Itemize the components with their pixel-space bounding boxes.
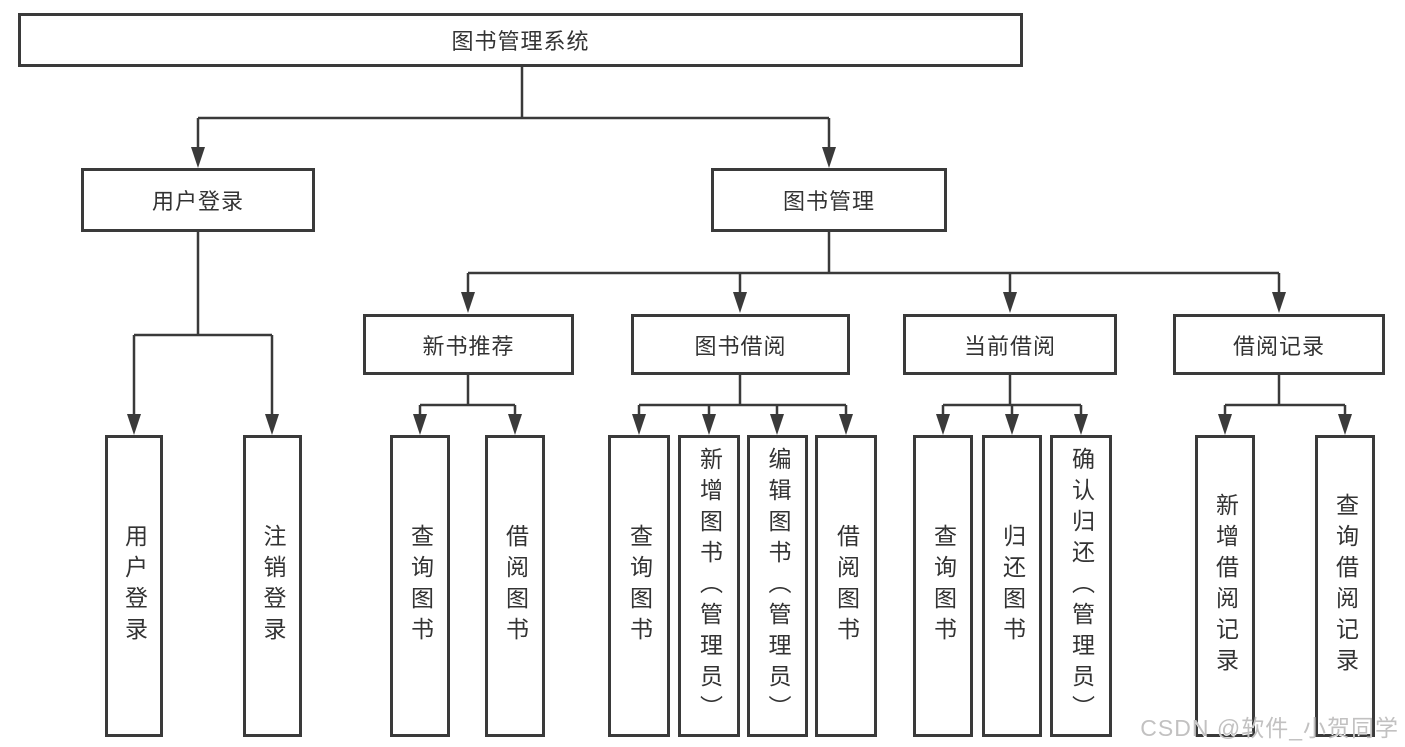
node-new-book-recommend: 新书推荐 bbox=[363, 314, 574, 375]
leaf-add-book-admin: 新增图书（管理员） bbox=[678, 435, 740, 737]
leaf-user-login: 用户登录 bbox=[105, 435, 163, 737]
leaf-edit-book-admin: 编辑图书（管理员） bbox=[747, 435, 808, 737]
node-user-login-branch: 用户登录 bbox=[81, 168, 315, 232]
leaf-query-borrow-record: 查询借阅记录 bbox=[1315, 435, 1375, 737]
node-book-management-branch: 图书管理 bbox=[711, 168, 947, 232]
leaf-query-book-recommend: 查询图书 bbox=[390, 435, 450, 737]
watermark: CSDN @软件_小贺同学 bbox=[1140, 715, 1399, 741]
leaf-logout: 注销登录 bbox=[243, 435, 302, 737]
leaf-add-borrow-record: 新增借阅记录 bbox=[1195, 435, 1255, 737]
node-borrow-records: 借阅记录 bbox=[1173, 314, 1385, 375]
leaf-query-book-current: 查询图书 bbox=[913, 435, 973, 737]
leaf-query-book-borrow: 查询图书 bbox=[608, 435, 670, 737]
node-book-borrow: 图书借阅 bbox=[631, 314, 850, 375]
leaf-return-book: 归还图书 bbox=[982, 435, 1042, 737]
node-current-borrow: 当前借阅 bbox=[903, 314, 1117, 375]
leaf-borrow-book-recommend: 借阅图书 bbox=[485, 435, 545, 737]
node-root-system: 图书管理系统 bbox=[18, 13, 1023, 67]
leaf-borrow-book: 借阅图书 bbox=[815, 435, 877, 737]
leaf-confirm-return-admin: 确认归还（管理员） bbox=[1050, 435, 1112, 737]
